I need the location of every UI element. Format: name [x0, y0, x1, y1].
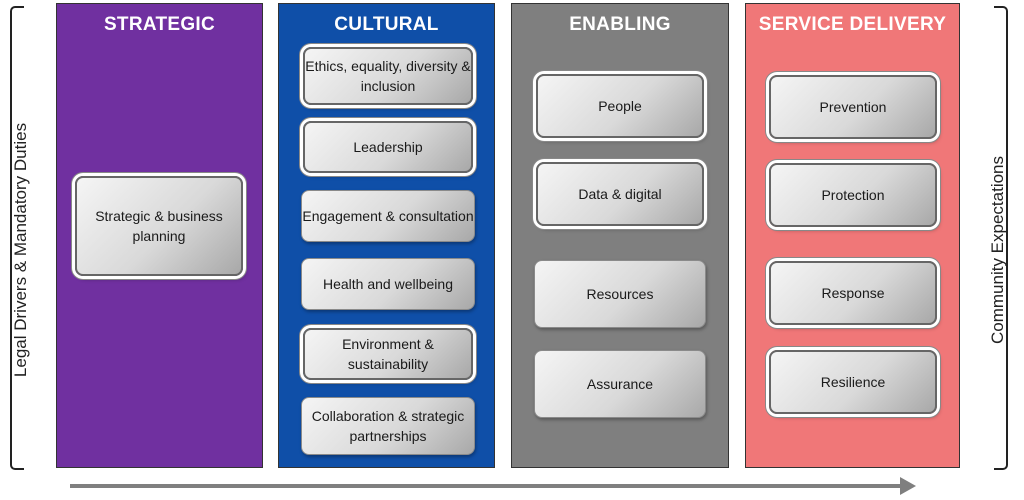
assurance-box: Assurance: [534, 350, 706, 418]
strategic-column: STRATEGIC Strategic & business planning: [56, 3, 263, 468]
right-bracket: [994, 6, 1008, 470]
strategic-title: STRATEGIC: [103, 14, 216, 35]
cultural-title: CULTURAL: [334, 14, 439, 35]
community-expectations-label: Community Expectations: [983, 0, 1013, 500]
ethics-equality-box: Ethics, equality, diversity & inclusion: [303, 47, 473, 105]
service-delivery-title: SERVICE DELIVERY: [758, 14, 947, 35]
engagement-consultation-box: Engagement & consultation: [301, 190, 475, 242]
progress-arrow-head: [900, 477, 916, 495]
health-wellbeing-box: Health and wellbeing: [301, 258, 475, 310]
service-delivery-column: SERVICE DELIVERY Prevention Protection R…: [745, 3, 960, 468]
leadership-box: Leadership: [303, 121, 473, 173]
data-digital-box: Data & digital: [536, 162, 704, 226]
response-box: Response: [769, 261, 937, 325]
prevention-box: Prevention: [769, 75, 937, 139]
environment-sustainability-box: Environment & sustainability: [303, 328, 473, 380]
protection-box: Protection: [769, 163, 937, 227]
cultural-column: CULTURAL Ethics, equality, diversity & i…: [278, 3, 495, 468]
community-expectations-text: Community Expectations: [988, 155, 1007, 345]
resilience-box: Resilience: [769, 350, 937, 414]
enabling-column: ENABLING People Data & digital Resources…: [511, 3, 729, 468]
collaboration-partnerships-box: Collaboration & strategic partnerships: [301, 397, 475, 455]
progress-arrow-shaft: [70, 484, 902, 488]
left-bracket: [10, 6, 24, 470]
enabling-title: ENABLING: [569, 14, 671, 35]
people-box: People: [536, 74, 704, 138]
strategic-business-planning-box: Strategic & business planning: [75, 176, 243, 276]
resources-box: Resources: [534, 260, 706, 328]
